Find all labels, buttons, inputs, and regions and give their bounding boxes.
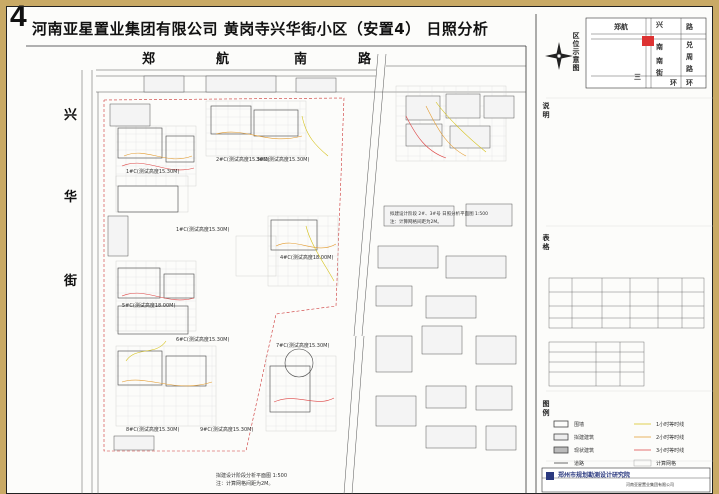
road-label-west-2: 华 <box>64 190 78 205</box>
building-label: 1#C(测试高度15.30M) <box>126 169 180 175</box>
location-label: 路 <box>686 23 693 31</box>
plan-caption-bottom-sub: 注：计算网格间距为2M。 <box>216 481 274 487</box>
building-label: 8#C(测试高度15.30M) <box>126 427 180 433</box>
title-block-company: 郑州市规划勘测设计研究院 <box>558 473 631 479</box>
location-label: 路 <box>686 65 693 73</box>
road-label-west-3: 街 <box>64 274 78 289</box>
legend-header: 图例 <box>542 400 550 417</box>
building-label: 5#C(测试高度18.00M) <box>122 303 176 309</box>
location-label: 环 <box>686 79 693 87</box>
road-label-north-3: 南 <box>294 52 308 67</box>
building-label: 4#C(测试高度18.00M) <box>280 255 334 261</box>
building-label: 7#C(测试高度15.30M) <box>276 343 330 349</box>
building-label: 9#C(测试高度15.30M) <box>200 427 254 433</box>
plan-caption-top-sub: 注：计算网格间距为2M。 <box>390 220 442 225</box>
plan-caption-top: 拟建设计阶段 2#、3#号 日照分析平面图 1:500 <box>390 212 489 217</box>
road-label-north-2: 航 <box>216 52 230 67</box>
building-label: 6#C(测试高度15.30M) <box>176 337 230 343</box>
building-label: 2#C(测试高度15.30M) <box>216 157 270 163</box>
location-label: 街 <box>656 69 663 77</box>
road-label-west-1: 兴 <box>64 108 78 123</box>
location-label: 郑航 <box>614 23 628 31</box>
location-label: 三 <box>634 73 641 81</box>
road-label-north-4: 路 <box>358 52 372 67</box>
location-label: 周 <box>686 53 693 61</box>
location-map-heading: 区位示意图 <box>572 32 580 72</box>
building-label: 3#C(测试高度15.30M) <box>256 157 310 163</box>
site-plan <box>6 6 713 494</box>
legend-label: 现状建筑 <box>574 448 595 454</box>
location-label: 南 <box>656 57 663 65</box>
legend-label: 围墙 <box>574 422 585 428</box>
road-label-north-1: 郑 <box>142 52 156 67</box>
sheet-number: 4 <box>10 0 27 33</box>
legend-label: 拟建建筑 <box>574 435 595 441</box>
legend-label: 1小时等时线 <box>656 422 685 428</box>
drawing-sheet: 4 河南亚星置业集团有限公司 黄岗寺兴华街小区（安置4） 日照分析 <box>6 0 713 494</box>
location-label: 南 <box>656 43 663 51</box>
location-label: 兑 <box>686 41 693 49</box>
notes-header: 说明 <box>542 102 550 119</box>
plan-caption-bottom: 拟建设计阶段分析平面图 1:500 <box>216 473 287 479</box>
legend-label: 道路 <box>574 461 585 467</box>
title-block-client: 河南亚星置业集团有限公司 <box>626 482 674 487</box>
legend-label: 计算网格 <box>656 461 677 467</box>
legend-label: 3小时等时线 <box>656 448 685 454</box>
table-header: 表格 <box>542 234 550 251</box>
drawing-title: 河南亚星置业集团有限公司 黄岗寺兴华街小区（安置4） 日照分析 <box>32 20 489 38</box>
building-label: 1#C(测试高度15.30M) <box>176 227 230 233</box>
location-label: 环 <box>670 79 677 87</box>
location-label: 兴 <box>656 21 663 29</box>
legend-label: 2小时等时线 <box>656 435 685 441</box>
